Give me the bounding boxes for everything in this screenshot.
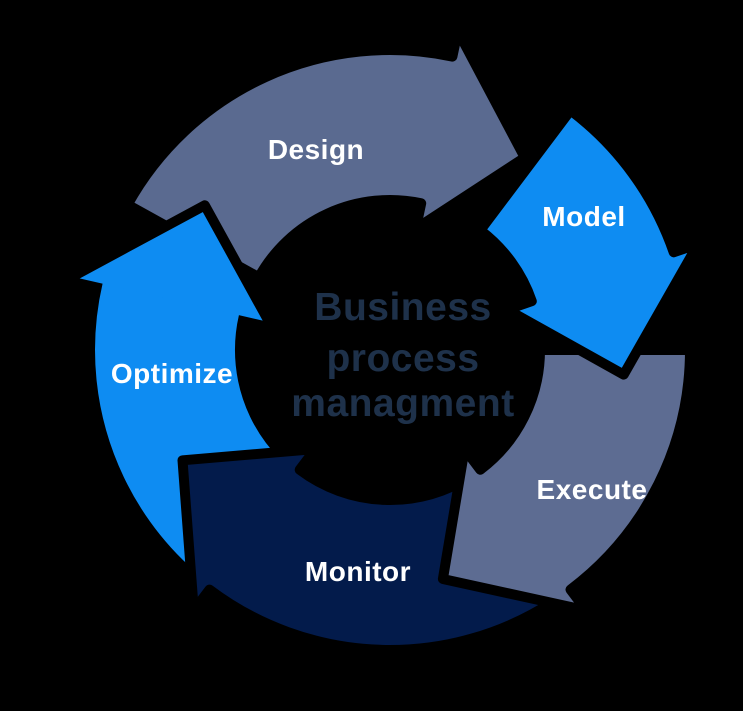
label-model: Model xyxy=(542,201,625,232)
step-labels: Design Model Execute Monitor Optimize xyxy=(111,134,648,587)
arrow-design xyxy=(122,26,530,283)
center-title-line-2: process xyxy=(326,337,479,380)
label-execute: Execute xyxy=(537,474,648,505)
arrow-optimize-head-outline xyxy=(67,200,275,328)
arrow-execute xyxy=(437,345,695,616)
label-monitor: Monitor xyxy=(305,556,411,587)
center-title-line-1: Business xyxy=(314,286,491,329)
label-optimize: Optimize xyxy=(111,358,233,389)
center-title-line-3: managment xyxy=(291,382,514,425)
label-design: Design xyxy=(268,134,364,165)
center-title: Business process managment xyxy=(291,286,514,425)
arrow-group xyxy=(67,26,704,655)
arrow-model xyxy=(475,105,704,380)
